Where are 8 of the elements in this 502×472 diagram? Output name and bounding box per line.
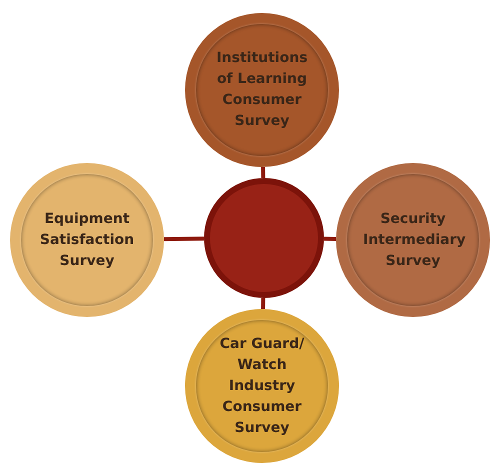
connector-line <box>261 298 266 310</box>
survey-label: Car Guard/ Watch Industry Consumer Survey <box>218 334 306 438</box>
connector-line <box>324 236 336 241</box>
connector-line <box>261 166 266 178</box>
survey-label: Security Intermediary Survey <box>363 210 463 270</box>
connector-line <box>164 236 204 242</box>
survey-label: Equipment Satisfaction Survey <box>38 210 136 270</box>
survey-label: Institutions of Learning Consumer Survey <box>215 49 309 131</box>
